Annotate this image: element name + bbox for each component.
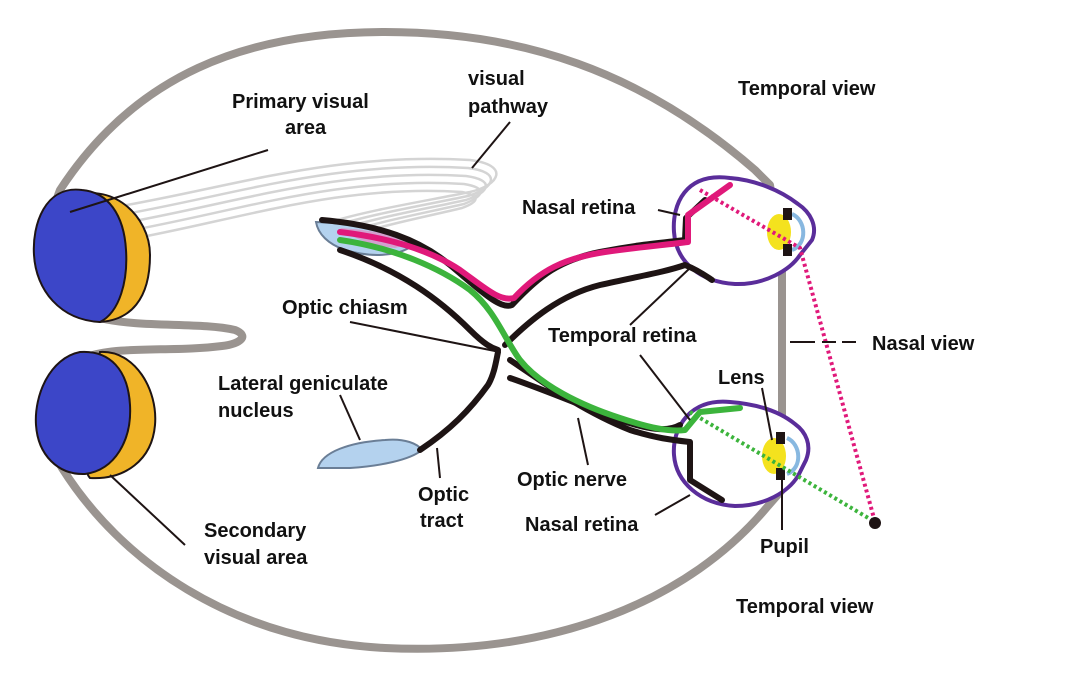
temporal-fiber-pathway bbox=[337, 237, 743, 434]
iris-top-upper bbox=[783, 208, 792, 220]
leader-lines bbox=[69, 121, 862, 546]
lgn-bottom bbox=[316, 438, 424, 469]
iris-top-lower bbox=[783, 244, 792, 256]
leader-optic-nerve bbox=[577, 417, 589, 466]
leader-secondary-area bbox=[109, 474, 186, 546]
label-visual-pathway-1: visual bbox=[468, 68, 525, 90]
label-nasal-retina-bottom: Nasal retina bbox=[525, 514, 639, 536]
leader-optic-chiasm bbox=[349, 321, 501, 353]
label-nasal-retina-top: Nasal retina bbox=[522, 197, 636, 219]
label-secondary-visual-area-2: visual area bbox=[204, 547, 308, 569]
label-pupil: Pupil bbox=[760, 536, 809, 558]
label-optic-tract-2: tract bbox=[420, 510, 464, 532]
secondary-visual-cortex bbox=[34, 350, 157, 480]
eye-top bbox=[671, 175, 817, 287]
optic-radiation bbox=[109, 157, 498, 242]
label-lgn-2: nucleus bbox=[218, 400, 294, 422]
label-optic-tract-1: Optic bbox=[418, 484, 469, 506]
label-lens: Lens bbox=[718, 367, 765, 389]
label-nasal-view: Nasal view bbox=[872, 333, 975, 355]
label-optic-chiasm: Optic chiasm bbox=[282, 297, 408, 319]
label-secondary-visual-area-1: Secondary bbox=[204, 520, 307, 542]
iris-bottom-upper bbox=[776, 432, 785, 444]
optic-tract-bottom-inner bbox=[417, 349, 501, 453]
label-temporal-retina: Temporal retina bbox=[548, 325, 697, 347]
leader-lens bbox=[761, 387, 773, 441]
leader-visual-pathway bbox=[471, 121, 511, 169]
primary-visual-cortex bbox=[32, 188, 152, 324]
nasal-fiber-pathway bbox=[337, 182, 733, 302]
iris-bottom-lower bbox=[776, 468, 785, 480]
label-visual-pathway-2: pathway bbox=[468, 96, 549, 118]
optic-nerve-top-lower bbox=[502, 262, 715, 348]
optic-tract-top-inner bbox=[337, 247, 501, 353]
head-outline bbox=[48, 28, 786, 653]
fixation-point bbox=[869, 517, 881, 529]
leader-nasal-retina-bottom bbox=[654, 494, 691, 516]
label-optic-nerve: Optic nerve bbox=[517, 469, 627, 491]
leader-temporal-retina-top bbox=[629, 267, 691, 326]
label-lgn-1: Lateral geniculate bbox=[218, 373, 388, 395]
primary-cortex-body bbox=[32, 188, 128, 324]
secondary-cortex-body bbox=[34, 350, 132, 476]
leader-lgn bbox=[339, 394, 361, 441]
label-primary-visual-area-2: area bbox=[285, 117, 327, 139]
leader-nasal-retina-top bbox=[657, 209, 681, 216]
lens-top bbox=[767, 214, 791, 250]
leader-temporal-retina-bottom bbox=[639, 354, 691, 421]
leader-optic-tract bbox=[436, 447, 441, 479]
cornea-top bbox=[790, 212, 806, 252]
label-temporal-view-top: Temporal view bbox=[738, 78, 876, 100]
cornea-bottom bbox=[785, 436, 801, 476]
label-primary-visual-area-1: Primary visual bbox=[232, 91, 369, 113]
temporal-line-of-sight bbox=[698, 188, 877, 523]
leader-primary-area bbox=[69, 149, 269, 213]
label-temporal-view-bottom: Temporal view bbox=[736, 596, 874, 618]
